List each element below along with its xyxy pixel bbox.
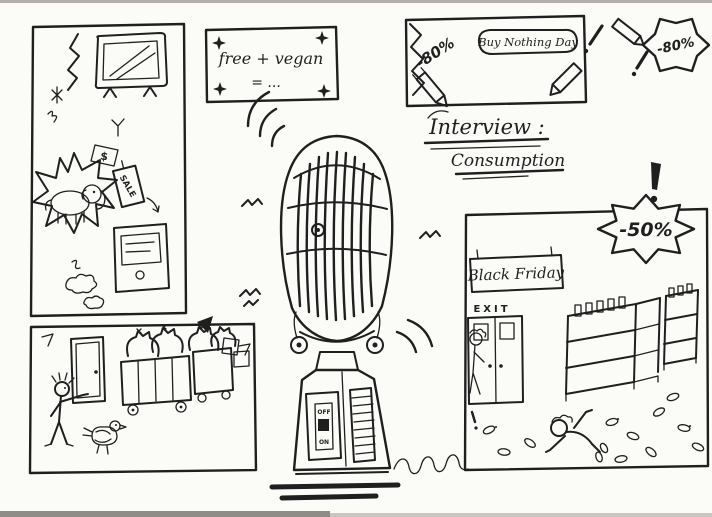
free-vegan-box: free + vegan = ... [204, 25, 340, 104]
underline [454, 168, 565, 176]
underline [430, 145, 541, 150]
crawling-person [545, 409, 609, 463]
door [70, 336, 106, 404]
starburst-shape [641, 17, 711, 73]
buy-nothing-bubble: Buy Nothing Day [477, 28, 578, 55]
marker-pen-icon [412, 67, 448, 108]
panel-border [404, 14, 588, 108]
ground-lines [269, 482, 401, 501]
panel-border [29, 22, 188, 318]
mic-yoke [290, 311, 384, 371]
base-vent [349, 387, 376, 463]
scan-edge-top [0, 0, 712, 3]
elephant-starburst [32, 152, 118, 234]
mic-base: OFF ON [292, 368, 392, 475]
underline [462, 175, 529, 180]
panel-right: Black Friday EXIT [463, 207, 710, 472]
store-shelves [565, 283, 699, 402]
asterisk-mark [51, 86, 63, 104]
base-bottom-line [295, 471, 389, 475]
swash-mark [427, 110, 449, 119]
price-note: $ [90, 144, 119, 167]
dollar-sign: $ [99, 149, 109, 163]
shelf-items [668, 283, 693, 298]
exclamation-slash [583, 24, 604, 54]
discount-badge-80: -80% [413, 34, 458, 72]
footprints [482, 392, 705, 463]
free-vegan-text: free + vegan [218, 49, 324, 68]
discount-starburst-50: -50% [596, 162, 696, 265]
power-switch: OFF ON [305, 391, 342, 461]
squiggle-mark [47, 110, 58, 123]
sticky-notes [221, 337, 250, 368]
mic-grille [296, 150, 375, 322]
exit-sign: EXIT [473, 304, 510, 315]
mic-badge [311, 223, 325, 237]
exit-door: EXIT [467, 304, 524, 405]
exclamation-mark [651, 162, 661, 190]
sound-wave-arcs [246, 90, 434, 354]
dumpster-carts [120, 323, 237, 416]
interview-title: Interview : [428, 115, 544, 139]
zigzag-mark [67, 33, 80, 91]
tv-icon [94, 32, 168, 98]
switch-off-label: OFF [317, 409, 330, 416]
scan-edge-bottom-right [330, 513, 712, 517]
black-friday-text: Black Friday [466, 263, 565, 284]
sprout-mark [111, 118, 125, 137]
exclamation-small [470, 410, 478, 430]
sparkle-icons [212, 31, 331, 98]
discount-50-text: -50% [619, 219, 672, 241]
switch-toggle [318, 419, 329, 431]
discount-badge-80-right: -80% [656, 34, 696, 58]
marker-pen-icon [549, 62, 583, 96]
panel-border [28, 322, 258, 475]
smoke-puffs [65, 259, 105, 310]
black-friday-sign: Black Friday [466, 246, 565, 293]
elephant [44, 184, 106, 225]
discount-starburst-80: -80% [611, 17, 711, 77]
panel-bottom-left [28, 322, 258, 475]
scan-edge-bottom-left [0, 511, 330, 517]
tick-mark [41, 333, 54, 347]
mic-band [286, 247, 387, 256]
arrow-mark [197, 316, 213, 333]
panel-top-right: -80% Buy Nothing Day [404, 14, 588, 108]
mic-head [279, 134, 394, 343]
buy-nothing-day-text: Buy Nothing Day [477, 35, 578, 49]
microphone: OFF ON [239, 90, 441, 475]
box-border [204, 25, 340, 104]
person-at-door [469, 328, 487, 395]
squiggle-line [393, 454, 469, 475]
heading: Interview : Consumption [423, 110, 565, 180]
sale-tag: SALE [111, 160, 146, 209]
exclamation-slash [635, 50, 649, 70]
bird [82, 420, 127, 455]
switch-on-label: ON [319, 439, 329, 446]
starburst-shape [596, 193, 696, 265]
book-icon [113, 223, 170, 293]
person-pointing [44, 372, 89, 447]
zigzag-mark [409, 23, 425, 96]
mic-band [287, 201, 388, 210]
underline [423, 137, 550, 145]
panel-top-left: $ SALE [29, 22, 188, 318]
free-vegan-equals: = ... [251, 75, 281, 91]
arrow-doodle [146, 197, 160, 213]
trash-bags [126, 323, 237, 357]
shelf-items [574, 296, 626, 317]
pencil-icon [611, 17, 645, 46]
vibration-marks [239, 198, 441, 307]
consumption-subtitle: Consumption [451, 151, 565, 171]
